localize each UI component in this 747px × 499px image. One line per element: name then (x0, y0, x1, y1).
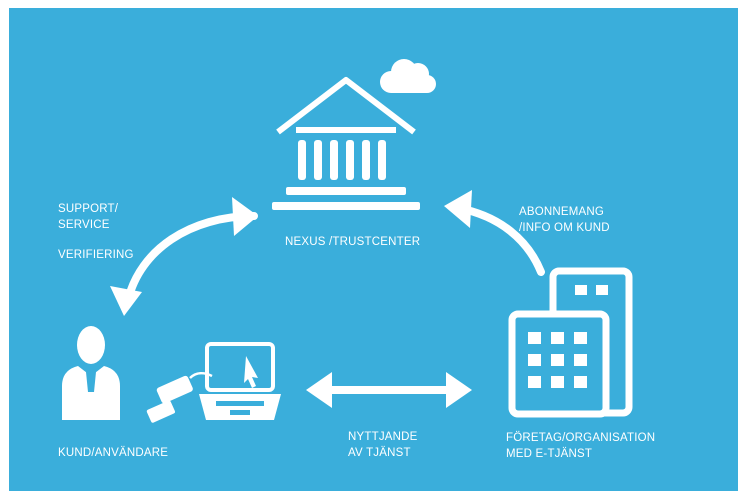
service-label: SERVICE (58, 219, 110, 231)
bank-building-icon (276, 77, 416, 135)
office-building-icon (508, 267, 633, 418)
verification-label: VERIFIERING (58, 249, 134, 261)
laptop-icon (199, 342, 281, 420)
usage-label-line1: NYTTJANDE (348, 431, 418, 443)
arrow-customer-company (306, 372, 472, 408)
card-reader-icon (146, 372, 213, 423)
trustcenter-label: NEXUS /TRUSTCENTER (285, 236, 421, 248)
subscription-label: ABONNEMANG (519, 206, 605, 218)
customer-label: KUND/ANVÄNDARE (58, 447, 169, 459)
customer-info-label: /INFO OM KUND (519, 222, 610, 234)
company-label-line2: MED E-TJÄNST (506, 448, 593, 460)
bank-columns (272, 140, 420, 210)
support-label: SUPPORT/ (58, 203, 119, 215)
company-label-line1: FÖRETAG/ORGANISATION (506, 432, 656, 444)
usage-label-line2: AV TJÄNST (348, 447, 411, 459)
cloud-icon (380, 59, 436, 93)
person-icon (62, 326, 120, 420)
arrow-customer-trustcenter (110, 197, 258, 316)
arrow-company-trustcenter (444, 190, 545, 276)
